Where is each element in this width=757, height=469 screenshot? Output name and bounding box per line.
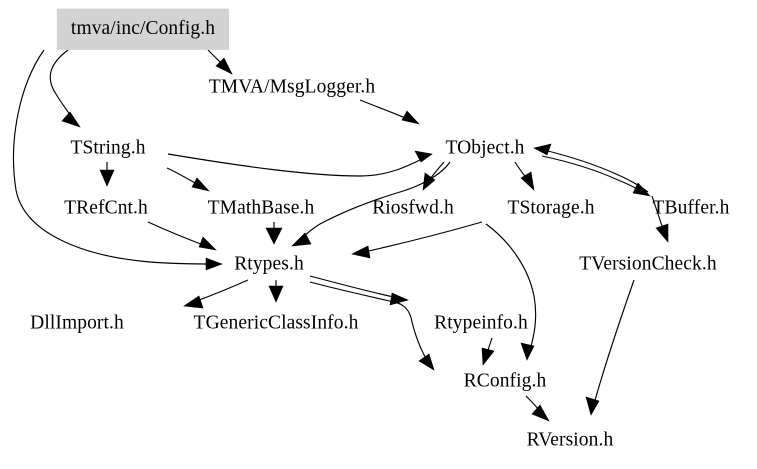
graph-node-tgenericclass[interactable]: TGenericClassInfo.h bbox=[193, 312, 359, 334]
graph-node-rconfig[interactable]: RConfig.h bbox=[463, 370, 547, 392]
graph-node-riosfwd[interactable]: Riosfwd.h bbox=[372, 197, 454, 219]
graph-node-trefcnt[interactable]: TRefCnt.h bbox=[64, 197, 148, 219]
graph-node-msglogger[interactable]: TMVA/MsgLogger.h bbox=[208, 76, 376, 98]
graph-node-rtypeinfo[interactable]: Rtypeinfo.h bbox=[434, 312, 528, 334]
graph-node-dllimport[interactable]: DllImport.h bbox=[30, 312, 124, 334]
graph-node-tstorage[interactable]: TStorage.h bbox=[507, 197, 595, 219]
graph-node-rtypes[interactable]: Rtypes.h bbox=[234, 253, 304, 275]
graph-node-tobject[interactable]: TObject.h bbox=[445, 137, 525, 159]
graph-node-tstring[interactable]: TString.h bbox=[70, 137, 146, 159]
graph-node-tmathbase[interactable]: TMathBase.h bbox=[207, 197, 315, 219]
graph-node-config[interactable]: tmva/inc/Config.h bbox=[56, 8, 230, 50]
graph-node-tbuffer[interactable]: TBuffer.h bbox=[652, 197, 730, 219]
graph-node-rversion[interactable]: RVersion.h bbox=[526, 429, 614, 451]
graph-node-tversioncheck[interactable]: TVersionCheck.h bbox=[579, 253, 717, 275]
